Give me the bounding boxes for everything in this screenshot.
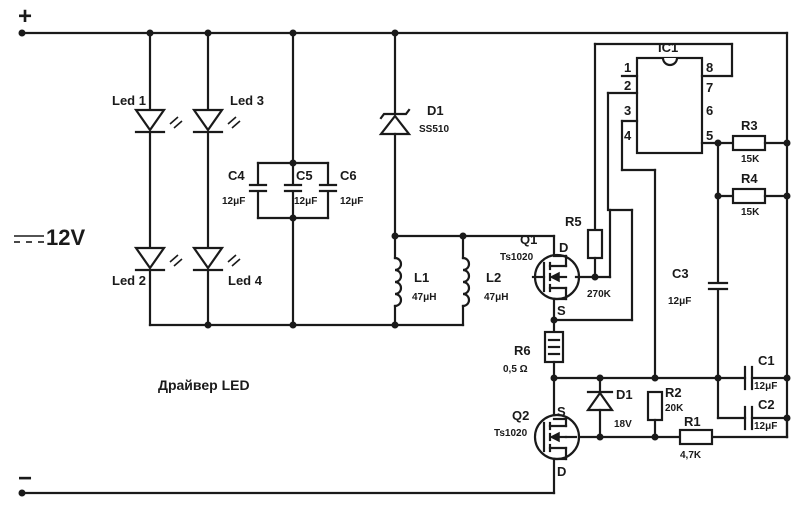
- r6-value: 0,5 Ω: [503, 364, 528, 375]
- c1-label: C1: [758, 353, 775, 368]
- r5-label: R5: [565, 214, 582, 229]
- ic1-pin6: 6: [706, 103, 713, 118]
- led2-label: Led 2: [112, 273, 146, 288]
- q1-source-label: S: [557, 303, 566, 318]
- r1-label: R1: [684, 414, 701, 429]
- capacitor-c3: [707, 141, 729, 380]
- c5-value: 12μF: [294, 196, 317, 207]
- svg-text:12V: 12V: [46, 225, 85, 250]
- d1-top-value: SS510: [419, 124, 449, 135]
- r6-label: R6: [514, 343, 531, 358]
- inductor-l2: [461, 234, 471, 327]
- d1-bottom-value: 18V: [614, 419, 632, 430]
- switch-node-bus: [391, 232, 556, 258]
- d1-top-label: D1: [427, 103, 444, 118]
- l1-label: L1: [414, 270, 429, 285]
- ic1-pin5: 5: [706, 128, 713, 143]
- r4-label: R4: [741, 171, 758, 186]
- l1-value: 47μH: [412, 292, 436, 303]
- resistor-r4: [714, 187, 791, 205]
- r2-label: R2: [665, 385, 682, 400]
- ic1-pin8: 8: [706, 60, 713, 75]
- resistor-r2: [646, 390, 664, 441]
- ic1-label: IC1: [658, 40, 678, 55]
- led3-label: Led 3: [230, 93, 264, 108]
- c3-label: C3: [672, 266, 689, 281]
- q2-source-label: S: [557, 404, 566, 419]
- q1-gate-wire: [550, 208, 634, 324]
- c6-label: C6: [340, 168, 357, 183]
- minus-terminal-label: −: [18, 465, 32, 492]
- diode-d1-bottom: [585, 376, 615, 441]
- plus-terminal-label: +: [18, 3, 32, 30]
- q1-drain-label: D: [559, 240, 568, 255]
- led4-label: Led 4: [228, 273, 263, 288]
- ic1-pin3: 3: [624, 103, 631, 118]
- diode-d1-top: [378, 29, 412, 238]
- ic1-pin2: 2: [624, 78, 631, 93]
- c1-value: 12μF: [754, 381, 777, 392]
- circuit-caption: Драйвер LED: [158, 377, 250, 393]
- resistor-r3: [714, 134, 791, 152]
- capacitor-c2: [710, 376, 791, 439]
- r4-value: 15K: [741, 207, 760, 218]
- led-column-left: [133, 29, 183, 327]
- capacitor-c1: [743, 365, 791, 391]
- c6-value: 12μF: [340, 196, 363, 207]
- c4-value: 12μF: [222, 196, 245, 207]
- l2-value: 47μH: [484, 292, 508, 303]
- c4-label: C4: [228, 168, 245, 183]
- sense-bus: [550, 374, 747, 382]
- transistor-q2: [533, 413, 581, 495]
- led1-label: Led 1: [112, 93, 146, 108]
- resistor-r6: [543, 330, 565, 421]
- inductor-l1: [393, 234, 403, 327]
- negative-rail: [18, 489, 556, 497]
- resistor-r5: [586, 42, 604, 281]
- transistor-q1: [531, 253, 581, 334]
- ic1-chip: [593, 42, 734, 380]
- q2-drain-label: D: [557, 464, 566, 479]
- led-return-bus: [148, 321, 465, 329]
- r5-value: 270K: [587, 289, 612, 300]
- ic1-pin1: 1: [624, 60, 631, 75]
- resistor-r1: [574, 428, 714, 446]
- c2-label: C2: [758, 397, 775, 412]
- ic1-pin4: 4: [624, 128, 632, 143]
- capacitor-bank: [248, 29, 338, 327]
- d1-bottom-label: D1: [616, 387, 633, 402]
- c3-value: 12μF: [668, 296, 691, 307]
- dc-voltage-label: 12V: [14, 225, 85, 250]
- ic1-pin7: 7: [706, 80, 713, 95]
- r3-value: 15K: [741, 154, 760, 165]
- q2-part: Ts1020: [494, 428, 528, 439]
- led-column-right: [191, 29, 241, 327]
- q1-part: Ts1020: [500, 252, 534, 263]
- c2-value: 12μF: [754, 421, 777, 432]
- q1-label: Q1: [520, 232, 537, 247]
- c5-label: C5: [296, 168, 313, 183]
- l2-label: L2: [486, 270, 501, 285]
- r3-label: R3: [741, 118, 758, 133]
- r2-value: 20K: [665, 403, 684, 414]
- q2-label: Q2: [512, 408, 529, 423]
- r1-value: 4,7K: [680, 450, 702, 461]
